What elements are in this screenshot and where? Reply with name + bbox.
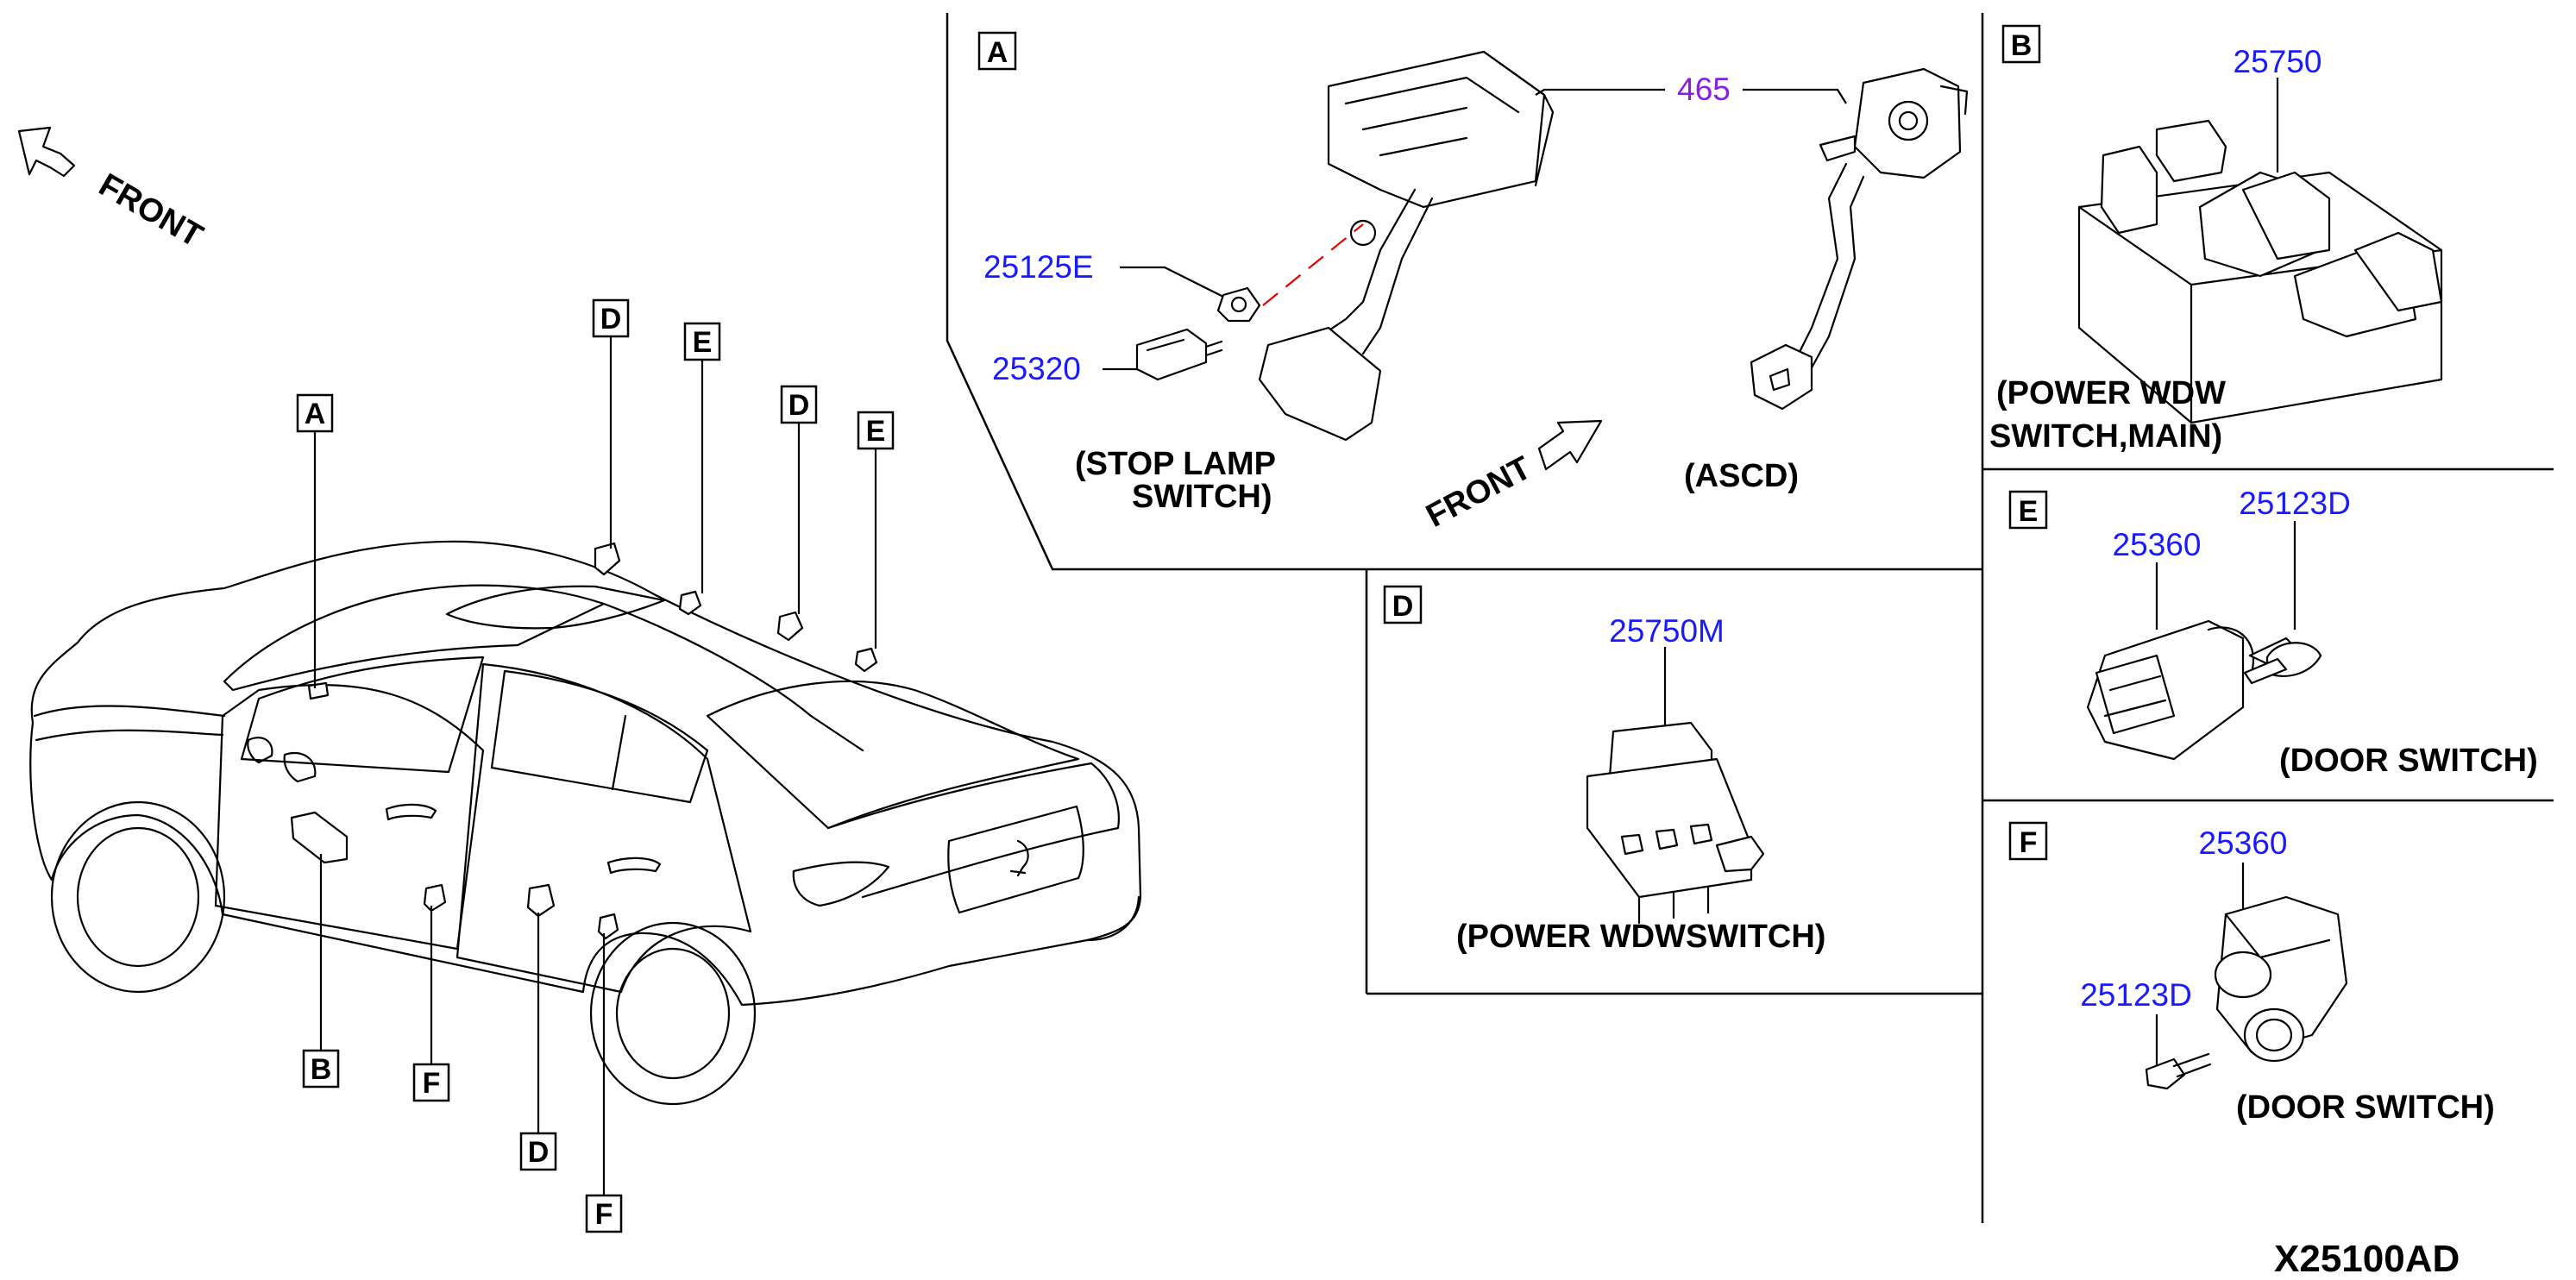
door-switch-e-drawing — [2086, 619, 2322, 761]
caption-f: (DOOR SWITCH) — [2236, 1089, 2495, 1126]
caption-stop-lamp-line2: SWITCH) — [1132, 479, 1272, 515]
section-a: A — [977, 31, 1969, 535]
callout-F-letter-2: F — [595, 1198, 613, 1231]
caption-e: (DOOR SWITCH) — [2279, 743, 2538, 779]
power-window-switch-drawing — [1586, 721, 1765, 925]
section-b-letter: B — [2011, 29, 2033, 62]
section-d: D 25750M (POWER WDWSWITCH) — [1383, 585, 1825, 955]
callout-E-letter-2: E — [866, 415, 886, 448]
stop-lamp-switch-drawing — [1135, 286, 1261, 381]
callout-F-letter-1: F — [423, 1067, 441, 1100]
brake-pedal-drawing — [1258, 50, 1555, 442]
caption-b-line2: SWITCH,MAIN) — [1989, 418, 2222, 455]
ascd-pedal-drawing — [1750, 67, 1969, 411]
part-25123D-e: 25123D — [2239, 486, 2351, 521]
caption-ascd: (ASCD) — [1684, 458, 1799, 494]
callout-A-letter: A — [305, 398, 326, 430]
section-f: F 25360 25123D (DOOR SWITCH) — [2008, 821, 2495, 1126]
drawing-id: X25100AD — [2274, 1238, 2460, 1280]
callout-D-letter-1: D — [600, 303, 622, 336]
power-window-main-switch-drawing — [2077, 119, 2443, 424]
dashed-guide — [1262, 223, 1364, 306]
front-arrow-overview: FRONT — [17, 126, 209, 254]
front-label-section-a: FRONT — [1421, 449, 1537, 535]
callout-B-letter: B — [311, 1053, 332, 1086]
callout-D-letter-3: D — [528, 1136, 550, 1169]
part-25125E: 25125E — [983, 249, 1094, 285]
car-overview — [29, 540, 1142, 1106]
part-25750M: 25750M — [1609, 613, 1725, 649]
section-d-letter: D — [1392, 590, 1414, 623]
section-b: B 25750 (POWER WDW SWITCH,MAIN) — [1989, 24, 2443, 455]
part-25123D-f: 25123D — [2080, 977, 2192, 1013]
part-25320: 25320 — [992, 351, 1081, 386]
part-25360-e: 25360 — [2113, 527, 2202, 562]
door-switch-f-drawing — [2145, 895, 2348, 1090]
caption-stop-lamp-line1: (STOP LAMP — [1075, 446, 1276, 482]
caption-b-line1: (POWER WDW — [1996, 375, 2226, 411]
front-label-overview: FRONT — [93, 166, 209, 254]
section-e-letter: E — [2019, 495, 2039, 528]
overview-callouts: A D E D E B F D F — [296, 298, 895, 1233]
part-25360-f: 25360 — [2199, 825, 2288, 861]
section-e: E 25360 25123D (DOOR SWITCH) — [2008, 486, 2538, 779]
section-frames — [946, 13, 2554, 1223]
callout-D-letter-2: D — [789, 389, 810, 422]
part-465: 465 — [1677, 72, 1731, 107]
section-a-letter: A — [987, 36, 1008, 69]
section-f-letter: F — [2020, 826, 2038, 859]
caption-d: (POWER WDWSWITCH) — [1456, 919, 1825, 955]
part-25750: 25750 — [2234, 44, 2322, 79]
callout-E-letter-1: E — [693, 326, 713, 359]
